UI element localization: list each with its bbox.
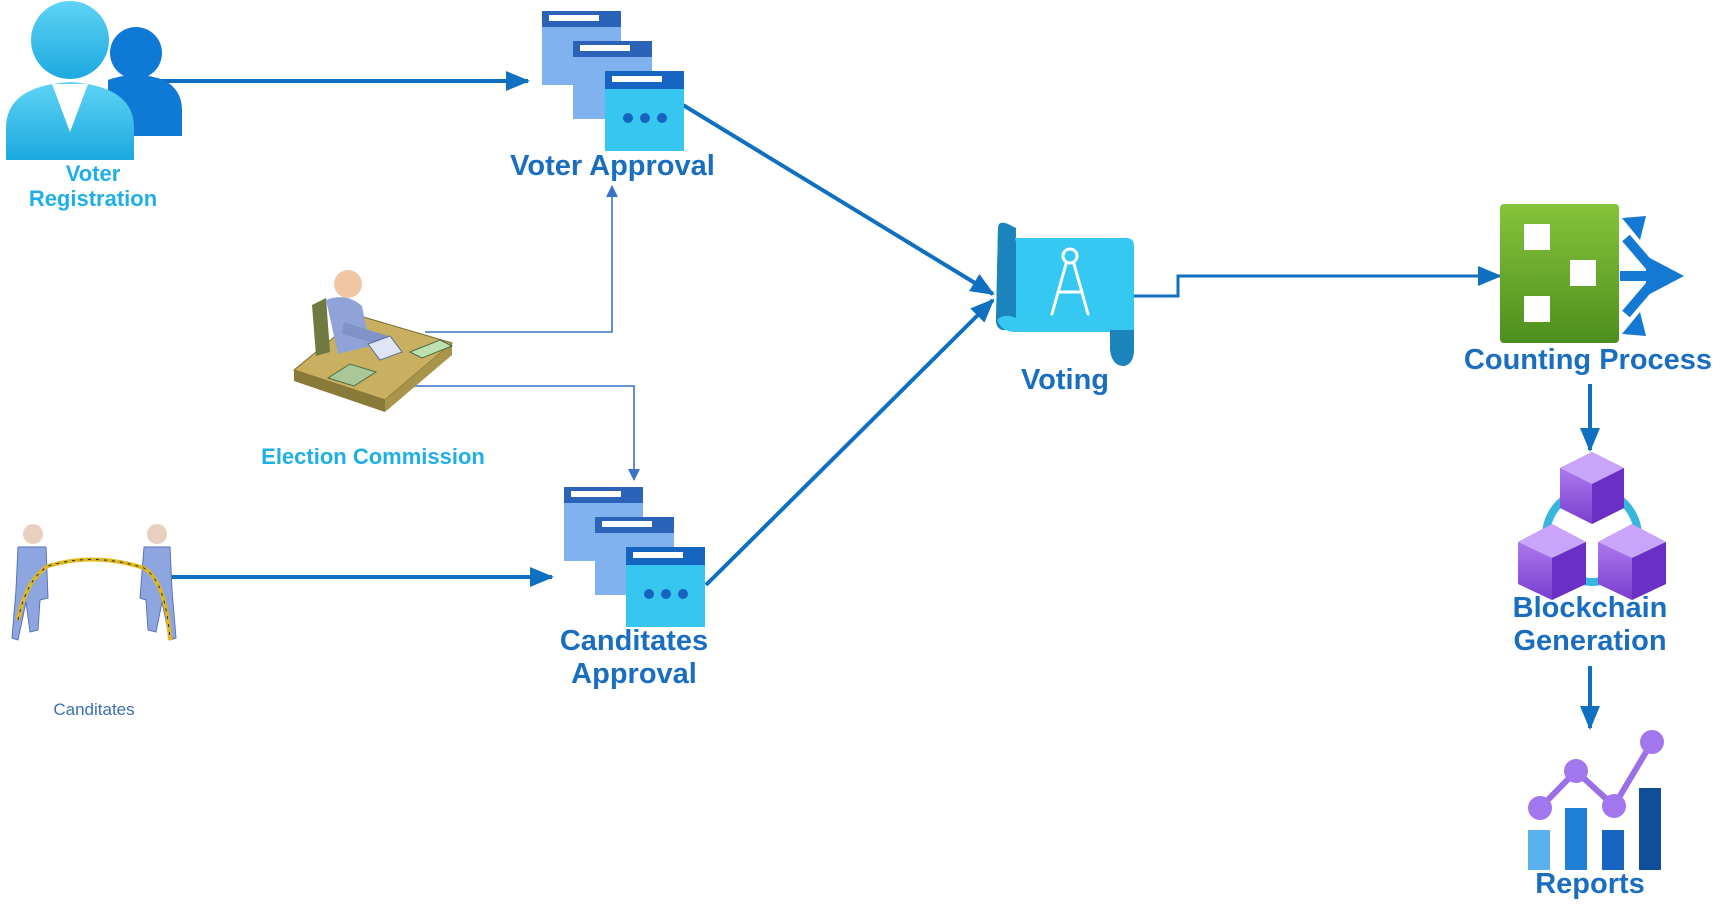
- edge-voter-approval-to-voting: [681, 103, 995, 296]
- green-grid-arrows-icon: [1500, 204, 1684, 343]
- blockchain-generation-label: Blockchain Generation: [1485, 592, 1695, 659]
- election-commission-label: Election Commission: [261, 444, 485, 469]
- clerk-at-desk-icon: [292, 270, 454, 412]
- voting-label: Voting: [1020, 364, 1110, 396]
- voter-registration-label-line1: Voter: [65, 161, 121, 186]
- voter-approval-label: Voter Approval: [510, 150, 715, 182]
- candidates-approval-label-line1: Canditates: [559, 625, 709, 657]
- blockchain-generation-label-line1: Blockchain: [1512, 592, 1668, 624]
- stacked-windows-icon: [542, 11, 684, 151]
- edges: [158, 71, 1600, 730]
- voter-registration-label: Voter Registration: [18, 161, 168, 212]
- edge-commission-to-candidates-approval: [395, 385, 640, 481]
- edge-commission-to-voter-approval: [425, 185, 618, 333]
- stacked-windows-icon: [564, 487, 705, 627]
- tug-of-war-icon: [11, 524, 177, 641]
- users-icon: [6, 1, 182, 160]
- voter-registration-label-line2: Registration: [28, 186, 158, 212]
- counting-process-label: Counting Process: [1463, 344, 1713, 376]
- candidates-approval-label: Canditates Approval: [524, 625, 744, 692]
- edge-candidates-approval-to-voting: [704, 298, 995, 587]
- chart-report-icon: [1528, 730, 1664, 870]
- candidates-approval-label-line2: Approval: [571, 658, 697, 691]
- blockchain-cubes-icon: [1518, 452, 1666, 600]
- blueprint-scroll-icon: [996, 222, 1134, 366]
- reports-label: Reports: [1535, 868, 1645, 900]
- candidates-label: Canditates: [53, 700, 135, 719]
- edge-voting-to-counting: [1134, 266, 1502, 298]
- blockchain-generation-label-line2: Generation: [1513, 625, 1667, 658]
